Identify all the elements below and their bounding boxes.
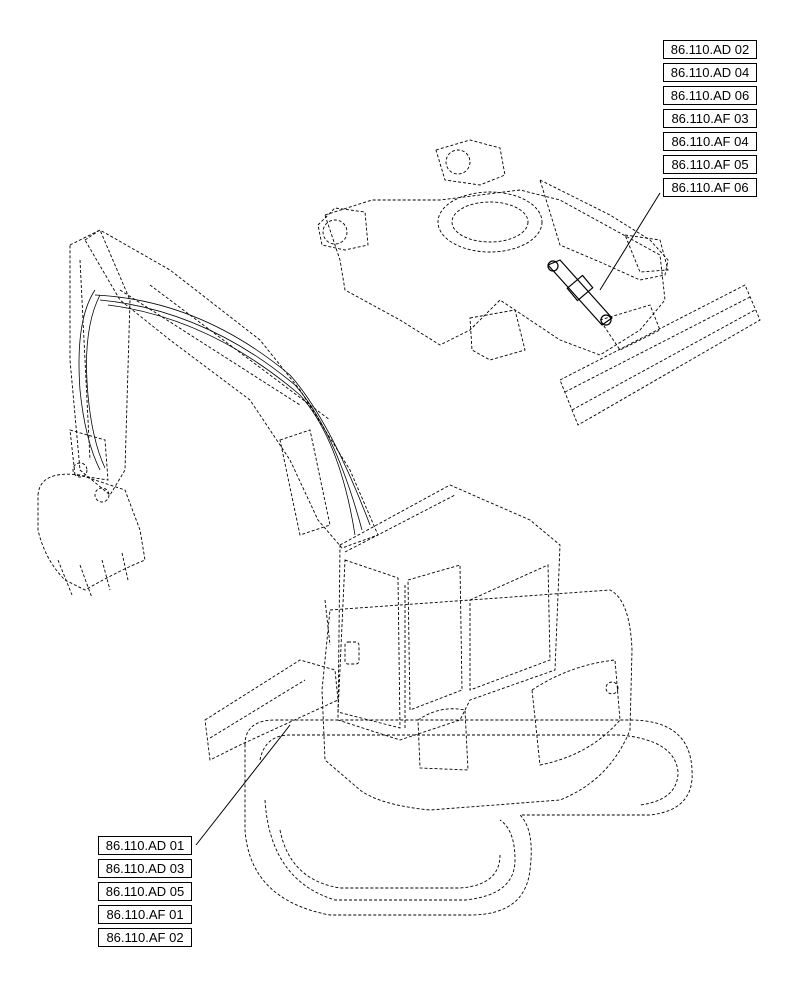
part-label-86-110-ad-05[interactable]: 86.110.AD 05 [98,882,192,901]
undercarriage-frame-drawing [317,139,761,426]
part-label-86-110-af-02[interactable]: 86.110.AF 02 [98,928,192,947]
part-label-86-110-af-05[interactable]: 86.110.AF 05 [663,155,757,174]
part-label-86-110-ad-03[interactable]: 86.110.AD 03 [98,859,192,878]
part-label-86-110-af-01[interactable]: 86.110.AF 01 [98,905,192,924]
part-label-86-110-ad-01[interactable]: 86.110.AD 01 [98,836,192,855]
part-label-86-110-ad-02[interactable]: 86.110.AD 02 [663,40,757,59]
part-label-86-110-af-06[interactable]: 86.110.AF 06 [663,178,757,197]
leader-line-top [599,192,661,291]
leader-line-bottom [195,724,291,846]
part-label-86-110-af-03[interactable]: 86.110.AF 03 [663,109,757,128]
part-label-86-110-ad-06[interactable]: 86.110.AD 06 [663,86,757,105]
excavator-drawing [37,229,693,916]
part-label-86-110-ad-04[interactable]: 86.110.AD 04 [663,63,757,82]
part-label-86-110-af-04[interactable]: 86.110.AF 04 [663,132,757,151]
